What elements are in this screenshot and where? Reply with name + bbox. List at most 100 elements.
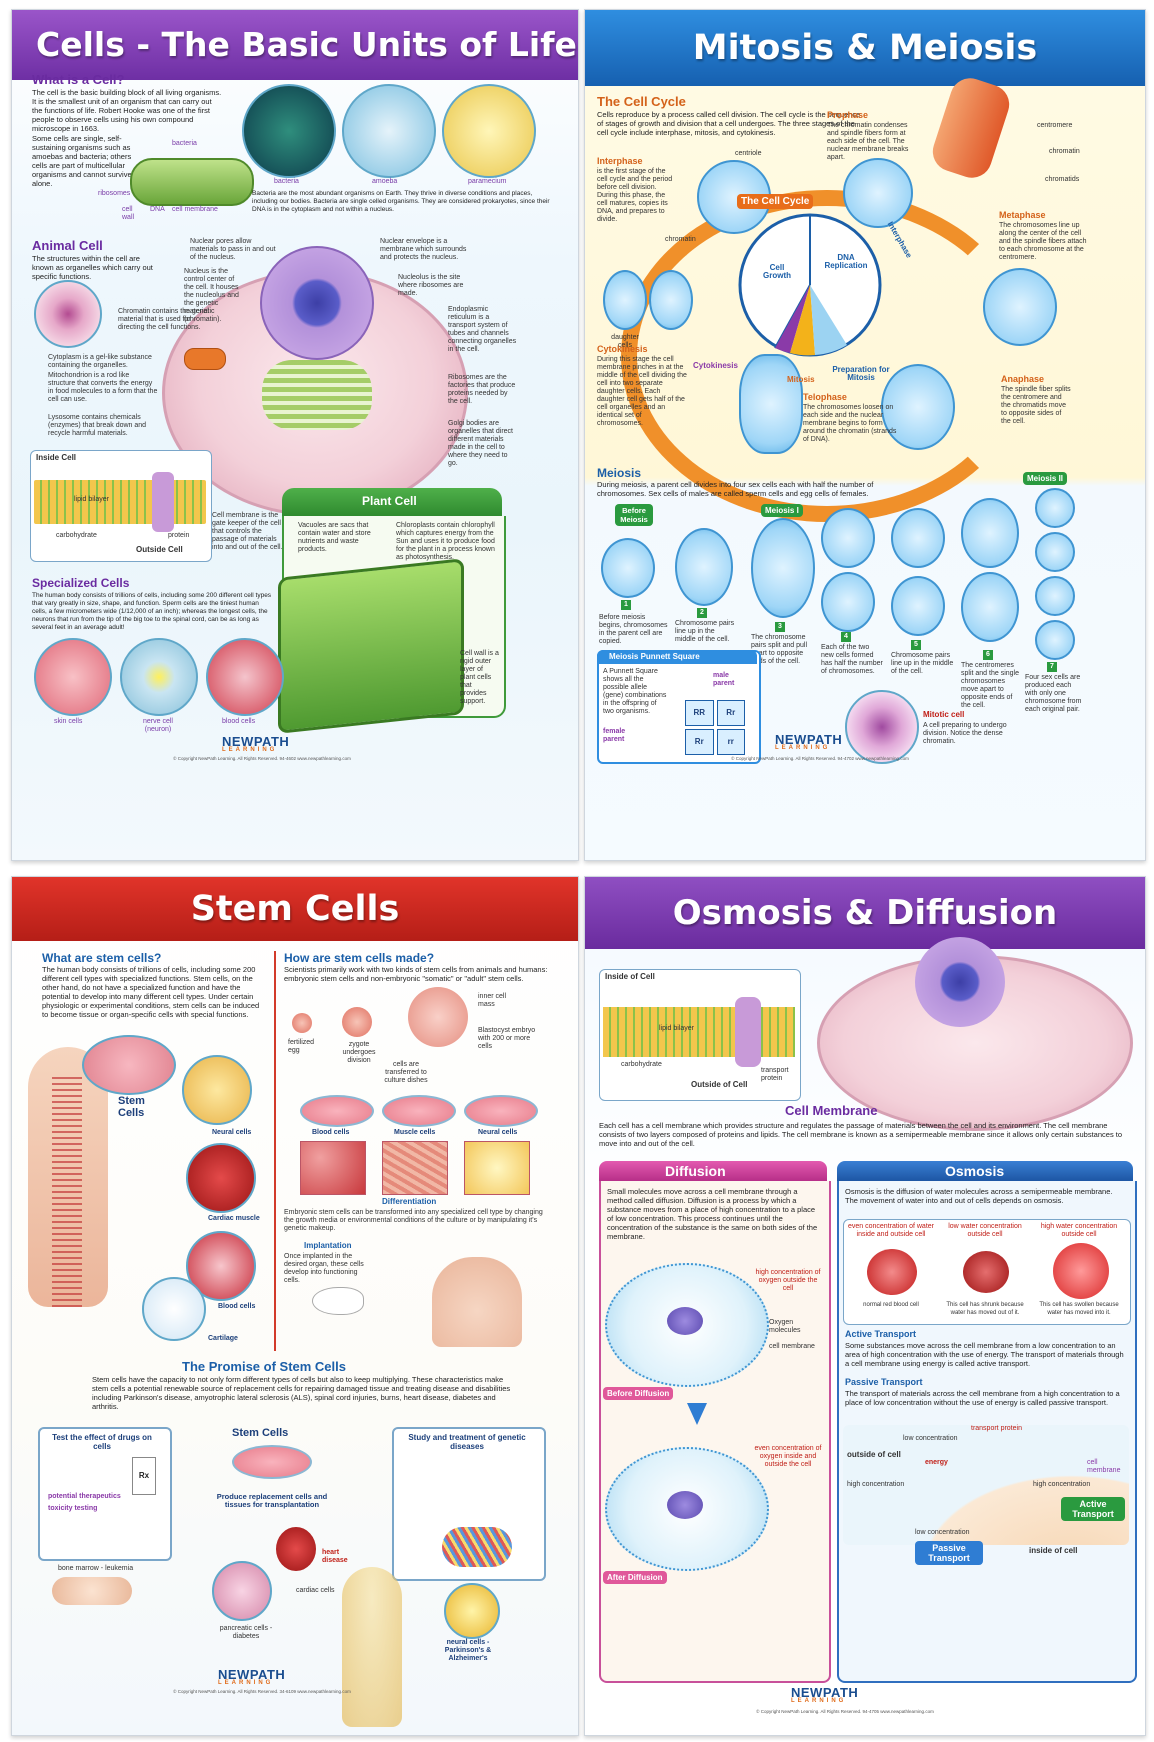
meiosis-step-6-cell-b bbox=[961, 572, 1019, 642]
active-transport-tag: Active Transport bbox=[1061, 1497, 1125, 1521]
tag-meiosis-ii: Meiosis II bbox=[1023, 472, 1068, 485]
interphase-heading: Interphase bbox=[597, 156, 643, 166]
diffusion-header bbox=[599, 1161, 827, 1181]
label-ribosomes: ribosomes bbox=[98, 190, 131, 197]
punnett-header-bar bbox=[597, 650, 757, 664]
animal-cell-text: The structures within the cell are known… bbox=[32, 254, 153, 281]
label-bacteria: bacteria bbox=[172, 140, 197, 147]
step-badge-2: 2 bbox=[697, 608, 707, 618]
osmosis-heading: Osmosis bbox=[945, 1163, 1005, 1179]
label-dna: DNA bbox=[150, 206, 165, 213]
nucleus-illustration bbox=[915, 937, 1005, 1027]
center-dish bbox=[232, 1445, 312, 1479]
plant-chloroplasts-text: Chloroplasts contain chlorophyll which c… bbox=[396, 522, 495, 561]
center-stem-heading: Stem Cells bbox=[232, 1427, 289, 1439]
neural-disease-photo bbox=[444, 1583, 500, 1639]
implantation-heading: Implantation bbox=[304, 1241, 352, 1250]
stem-cells-dish bbox=[82, 1035, 176, 1095]
golgi-illustration bbox=[262, 360, 372, 430]
poster-mitosis-meiosis: Mitosis & Meiosis The Cell Cycle Cells r… bbox=[584, 9, 1146, 861]
step-badge-5: 5 bbox=[911, 640, 921, 650]
pie-title: The Cell Cycle bbox=[737, 194, 814, 209]
oxygen-molecules-label: Oxygen molecules bbox=[769, 1319, 801, 1334]
plant-cell-header bbox=[282, 488, 502, 516]
down-arrow-icon bbox=[687, 1403, 707, 1425]
fertilized-egg-label: fertilized egg bbox=[288, 1039, 315, 1054]
how-stem-text: Scientists primarily work with two kinds… bbox=[284, 965, 548, 983]
active-transport-text: Some substances move across the cell mem… bbox=[845, 1341, 1124, 1368]
prophase-heading: Prophase bbox=[827, 110, 869, 120]
sex-cell-3 bbox=[1035, 576, 1075, 616]
dish-label-muscle: Muscle cells bbox=[394, 1129, 436, 1136]
blood-cells-dish bbox=[300, 1095, 374, 1127]
transport-label-low-1: low concentration bbox=[903, 1435, 958, 1442]
cell-membrane-heading: Cell Membrane bbox=[785, 1103, 878, 1118]
membrane-protein-illustration bbox=[152, 472, 174, 532]
genetic-heading: Study and treatment of genetic diseases bbox=[408, 1433, 526, 1451]
skin-cells-label: skin cells bbox=[54, 718, 83, 725]
even-concentration-label: even concentration of oxygen inside and … bbox=[754, 1445, 822, 1468]
meiosis-step-2-text: Chromosome pairs line up in the middle o… bbox=[675, 620, 735, 643]
after-diffusion-tag: After Diffusion bbox=[603, 1571, 667, 1584]
drug-item-therapeutics: potential therapeutics bbox=[48, 1493, 121, 1500]
muscle-cells-image bbox=[382, 1141, 448, 1195]
step-badge-4: 4 bbox=[841, 632, 851, 642]
organelle-golgi: Golgi bodies are organelles that direct … bbox=[448, 420, 513, 467]
shrunk-cell bbox=[963, 1251, 1009, 1293]
after-nucleus bbox=[667, 1491, 703, 1519]
blood-cells-label: blood cells bbox=[222, 718, 256, 725]
punnett-grid: RR Rr Rr rr bbox=[685, 700, 745, 755]
punnett-cell: Rr bbox=[685, 729, 714, 755]
stem-cells-label: Stem Cells bbox=[118, 1095, 145, 1119]
step-badge-1: 1 bbox=[621, 600, 631, 610]
telophase-text: The chromosomes loosen on each side and … bbox=[803, 404, 897, 443]
blastocyst-illustration bbox=[408, 987, 468, 1047]
culture-dishes-label: cells are transferred to culture dishes bbox=[384, 1061, 428, 1084]
diffusion-heading: Diffusion bbox=[665, 1163, 726, 1179]
plant-vacuoles-text: Vacuoles are sacs that contain water and… bbox=[298, 522, 371, 553]
mouse-illustration bbox=[312, 1287, 364, 1315]
plant-cell-wall-text: Cell wall is a rigid outer layer of plan… bbox=[460, 650, 499, 705]
meiosis-step-4-cell-a bbox=[821, 508, 875, 568]
organelle-nuclear-pores: Nuclear pores allow materials to pass in… bbox=[190, 238, 276, 261]
interphase-text: is the first stage of the cell cycle and… bbox=[597, 168, 673, 223]
meiosis-step-1-text: Before meiosis begins, chromosomes in th… bbox=[599, 614, 668, 645]
organelle-mitochondrion: Mitochondrion is a rod like structure th… bbox=[48, 372, 158, 403]
cytokinesis-text: During this stage the cell membrane pinc… bbox=[597, 356, 687, 427]
osmo-col-high: high water concentration outside cell bbox=[1040, 1223, 1118, 1238]
neural-cells-image bbox=[464, 1141, 530, 1195]
mitotic-cell-heading: Mitotic cell bbox=[923, 710, 965, 719]
photo-label-paramecium: paramecium bbox=[468, 178, 507, 185]
anaphase-cell bbox=[881, 364, 955, 450]
zygote-label: zygote undergoes division bbox=[342, 1041, 376, 1064]
chromatin-small-label: chromatin bbox=[665, 236, 696, 243]
plant-cell-heading: Plant Cell bbox=[362, 494, 417, 508]
punnett-cell: RR bbox=[685, 700, 714, 726]
bacteria-photo bbox=[242, 84, 336, 178]
osmosis-text: Osmosis is the diffusion of water molecu… bbox=[845, 1187, 1113, 1205]
inside-cell-label: Inside Cell bbox=[36, 453, 77, 462]
lipid-bilayer-illustration bbox=[34, 480, 206, 524]
transport-label-protein: transport protein bbox=[971, 1425, 1022, 1432]
muscle-cells-dish bbox=[382, 1095, 456, 1127]
normal-red-blood-cell bbox=[867, 1249, 917, 1295]
passive-transport-text: The transport of materials across the ce… bbox=[845, 1389, 1120, 1407]
blood-cells-photo bbox=[206, 638, 284, 716]
what-stem-heading: What are stem cells? bbox=[42, 951, 162, 965]
passive-transport-tag: Passive Transport bbox=[915, 1541, 983, 1565]
osmo-col-even: even concentration of water inside and o… bbox=[848, 1223, 934, 1238]
skin-cells-photo bbox=[34, 638, 112, 716]
rx-bottle: Rx bbox=[132, 1457, 156, 1495]
cell-membrane-small-label: cell membrane bbox=[769, 1343, 815, 1350]
prophase-text: The chromatin condenses and spindle fibe… bbox=[827, 122, 909, 161]
tag-meiosis-i: Meiosis I bbox=[761, 504, 803, 517]
before-nucleus bbox=[667, 1307, 703, 1335]
meiosis-step-6-cell-a bbox=[961, 498, 1019, 568]
daughter-cell-1 bbox=[603, 270, 647, 330]
amoeba-photo bbox=[342, 84, 436, 178]
cardiac-cells-label: cardiac cells bbox=[296, 1587, 335, 1594]
pie-dna-replication: DNA Replication bbox=[824, 253, 868, 270]
cardiac-muscle-label: Cardiac muscle bbox=[208, 1215, 260, 1222]
organelle-chromatin: Chromatin contains the genetic material … bbox=[118, 308, 215, 331]
